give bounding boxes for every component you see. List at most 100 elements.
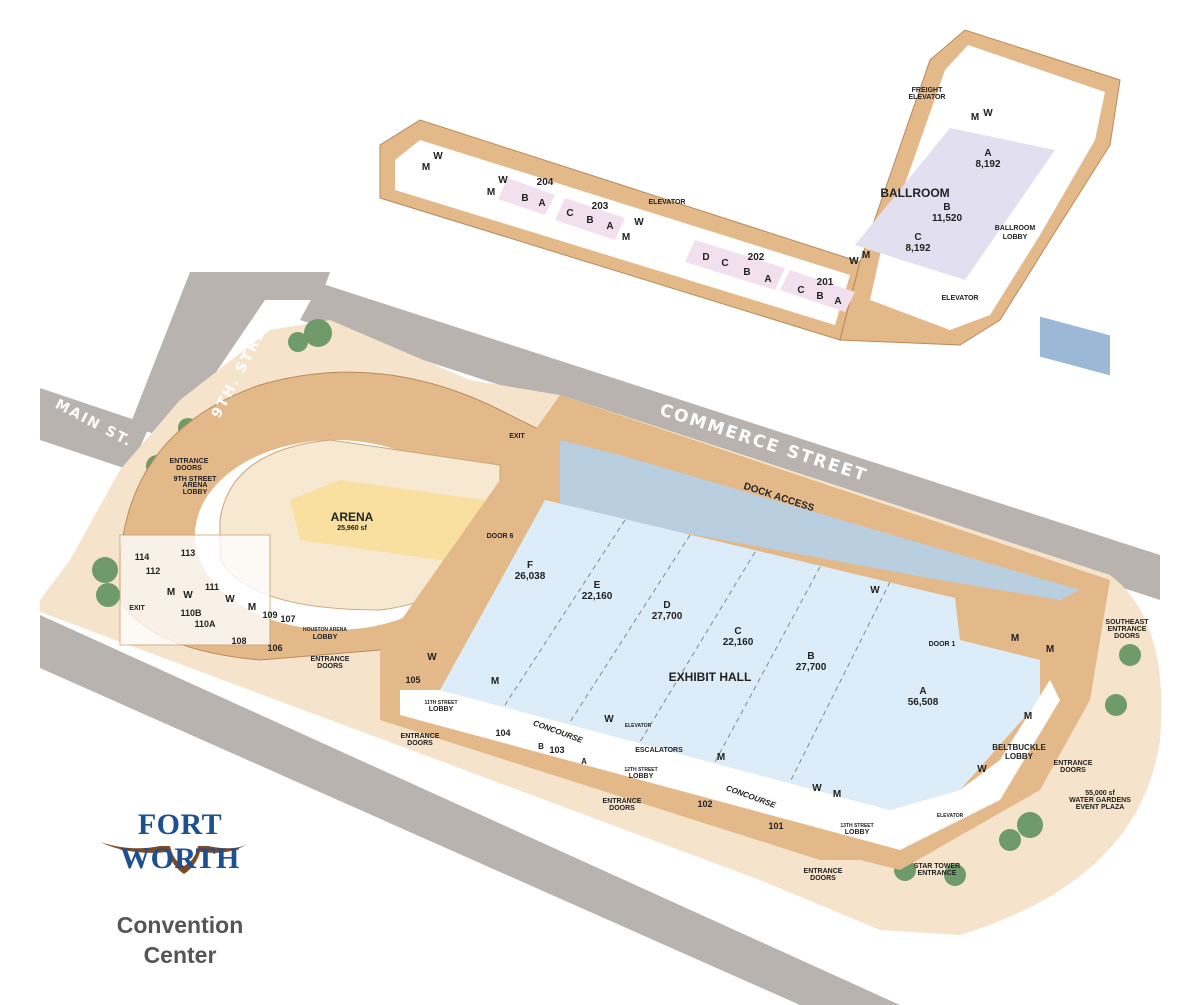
commerce-street-road — [300, 283, 1160, 600]
water-gardens-plaza-label: 55,000 sf — [1085, 790, 1115, 797]
room-103: 103 — [549, 745, 564, 755]
room-114: 114 — [135, 552, 150, 562]
hall-e: E — [594, 580, 601, 591]
room-section: B — [816, 291, 823, 302]
restroom-label: M — [1011, 633, 1019, 644]
exhibit-hall-building — [380, 395, 1110, 870]
logo-wordmark: FORT WORTH — [120, 808, 240, 875]
eleventh-street-lobby-label: LOBBY — [429, 706, 454, 713]
entrance-doors-label: DOORS — [810, 875, 836, 882]
tree-icon — [1105, 694, 1127, 716]
restroom-label: M — [862, 250, 870, 261]
restroom-label: W — [433, 151, 443, 162]
hall-dividers — [504, 519, 891, 783]
southeast-entrance-label: SOUTHEAST — [1105, 619, 1149, 626]
restroom-label: M — [422, 162, 430, 173]
room-203-label: 203 — [592, 201, 609, 212]
eleventh-street-lobby-label: 11TH STREET — [424, 700, 457, 706]
escalators-label: ESCALATORS — [635, 747, 683, 754]
room-113: 113 — [181, 548, 196, 558]
restroom-label: W — [634, 217, 644, 228]
restroom-label: M — [971, 112, 979, 123]
houston-street-road — [40, 615, 900, 1005]
elevator-label: ELEVATOR — [937, 813, 964, 819]
entrance-doors-label: DOORS — [609, 805, 635, 812]
tree-icon — [944, 864, 966, 886]
tree-icon — [96, 583, 120, 607]
twelfth-street-lobby-label: 12TH STREET — [624, 767, 657, 773]
room-201 — [780, 270, 855, 312]
restroom-label: W — [849, 256, 859, 267]
entrance-doors-label: DOORS — [1060, 767, 1086, 774]
beltbuckle-lobby-label: BELTBUCKLE — [992, 743, 1046, 752]
entrance-doors-label: DOORS — [407, 740, 433, 747]
restroom-label: W — [427, 652, 437, 663]
entrance-doors-label: ENTRANCE — [1054, 760, 1093, 767]
ballroom-lobby-label: LOBBY — [1003, 234, 1028, 241]
restroom-label: M — [487, 187, 495, 198]
room-102: 102 — [697, 799, 712, 809]
elevator-label: ELEVATOR — [625, 723, 652, 729]
glass-wall — [1040, 316, 1110, 376]
hall-c: C — [734, 626, 741, 637]
star-tower-entrance-label: STAR TOWER — [914, 863, 960, 870]
tree-icon — [92, 557, 118, 583]
elevator-label: ELEVATOR — [649, 199, 686, 206]
dock-area — [560, 440, 1080, 600]
room-section: C — [566, 208, 573, 219]
freight-elevator-label: ELEVATOR — [909, 94, 946, 101]
restroom-label: W — [977, 764, 987, 775]
hall-a: A — [919, 686, 926, 697]
water-gardens-plaza-label: WATER GARDENS — [1069, 797, 1131, 804]
southeast-entrance-label: ENTRANCE — [1108, 626, 1147, 633]
room-201-label: 201 — [817, 277, 834, 288]
restroom-label: M — [833, 789, 841, 800]
restroom-label: W — [183, 590, 193, 601]
room-204 — [498, 178, 555, 215]
room-104: 104 — [495, 728, 510, 738]
hall-a-area: 56,508 — [908, 697, 939, 708]
entrance-doors-label: DOORS — [317, 663, 343, 670]
exit-label: EXIT — [509, 433, 525, 440]
room-109: 109 — [262, 610, 277, 620]
hall-d: D — [663, 600, 670, 611]
room-105: 105 — [405, 675, 420, 685]
ballroom-section-c-area: 8,192 — [905, 243, 930, 254]
restroom-label: M — [248, 602, 256, 613]
restroom-label: M — [622, 232, 630, 243]
ballroom-section-c: C — [914, 232, 921, 243]
ballroom-section-b: B — [943, 202, 950, 213]
entrance-doors-label: ENTRANCE — [170, 458, 209, 465]
tree-icon — [1119, 644, 1141, 666]
room-section: D — [702, 252, 709, 263]
restroom-label: W — [498, 175, 508, 186]
room-110a: 110A — [194, 619, 216, 629]
room-section: A — [581, 757, 587, 766]
room-204-label: 204 — [537, 177, 554, 188]
restroom-label: M — [1024, 711, 1032, 722]
exit-label: EXIT — [129, 605, 145, 612]
entrance-doors-label: DOORS — [176, 465, 202, 472]
hall-c-area: 22,160 — [723, 637, 754, 648]
beltbuckle-lobby-label: LOBBY — [1005, 752, 1034, 761]
room-section: A — [834, 296, 841, 307]
room-section: B — [521, 193, 528, 204]
star-tower-entrance-label: ENTRANCE — [918, 870, 957, 877]
arena-area: 25,960 sf — [337, 525, 367, 532]
room-section: C — [797, 285, 804, 296]
thirteenth-street-lobby-label: 13TH STREET — [840, 823, 873, 829]
room-203 — [555, 198, 625, 240]
arena-rooms-block — [119, 534, 271, 646]
tree-icon — [999, 829, 1021, 851]
upper-level — [379, 29, 1121, 376]
tree-icon — [304, 319, 332, 347]
exhibit-hall-title: EXHIBIT HALL — [669, 670, 752, 684]
thirteenth-street-lobby-label: LOBBY — [845, 829, 870, 836]
room-section: B — [743, 267, 750, 278]
hall-b-area: 27,700 — [796, 662, 827, 673]
restroom-label: W — [225, 594, 235, 605]
concourse-walkway — [400, 680, 1060, 850]
exhibit-hall-floor — [440, 500, 1040, 810]
ballroom-title: BALLROOM — [880, 186, 949, 200]
